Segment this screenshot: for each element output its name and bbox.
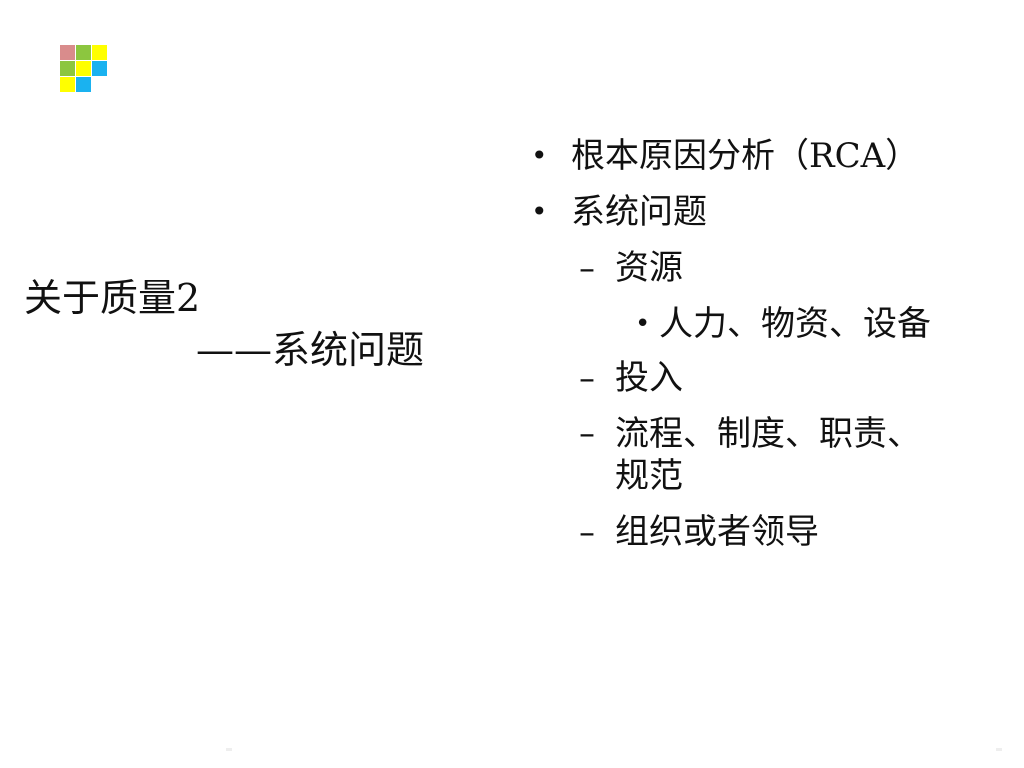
sub-item-text: 资源 xyxy=(615,248,683,288)
bullet-marker: • xyxy=(635,309,651,339)
footer-mark xyxy=(226,748,232,751)
sub-item-process: – 流程、制度、职责、规范 xyxy=(525,406,945,504)
sub-sub-item-text: 人力、物资、设备 xyxy=(659,304,931,344)
logo-cell xyxy=(60,45,75,60)
title-main: 关于质量2 xyxy=(24,276,201,320)
bullet-item-rca: • 根本原因分析（RCA） xyxy=(525,128,955,184)
dash-marker: – xyxy=(579,359,595,397)
dash-marker: – xyxy=(579,249,595,287)
sub-item-investment: – 投入 xyxy=(525,350,955,406)
bullet-item-system-issues: • 系统问题 xyxy=(525,184,955,240)
bullet-marker: • xyxy=(531,195,548,228)
dash-marker: – xyxy=(579,414,595,452)
logo-mosaic xyxy=(60,45,108,93)
logo-cell xyxy=(76,45,91,60)
slide-title: 关于质量2 ——系统问题 xyxy=(24,272,494,376)
logo-cell xyxy=(76,61,91,76)
sub-item-text: 组织或者领导 xyxy=(615,512,819,552)
bullet-text: 根本原因分析（RCA） xyxy=(571,136,920,176)
logo-cell xyxy=(92,45,107,60)
dash-marker: – xyxy=(579,513,595,551)
bullet-text: 系统问题 xyxy=(571,192,707,232)
sub-item-text: 流程、制度、职责、规范 xyxy=(615,414,921,496)
sub-item-organization: – 组织或者领导 xyxy=(525,504,955,560)
title-subtitle: ——系统问题 xyxy=(196,328,425,372)
logo-cell xyxy=(92,77,107,92)
logo-cell xyxy=(92,61,107,76)
footer-mark xyxy=(996,748,1002,751)
sub-item-text: 投入 xyxy=(615,358,683,398)
bullet-marker: • xyxy=(531,139,548,172)
logo-cell xyxy=(60,77,75,92)
logo-cell xyxy=(76,77,91,92)
logo-cell xyxy=(60,61,75,76)
sub-item-resources: – 资源 xyxy=(525,240,955,296)
bullet-list: • 根本原因分析（RCA） • 系统问题 – 资源 • 人力、物资、设备 – 投… xyxy=(525,128,955,560)
sub-sub-item-manpower: • 人力、物资、设备 xyxy=(525,296,939,350)
